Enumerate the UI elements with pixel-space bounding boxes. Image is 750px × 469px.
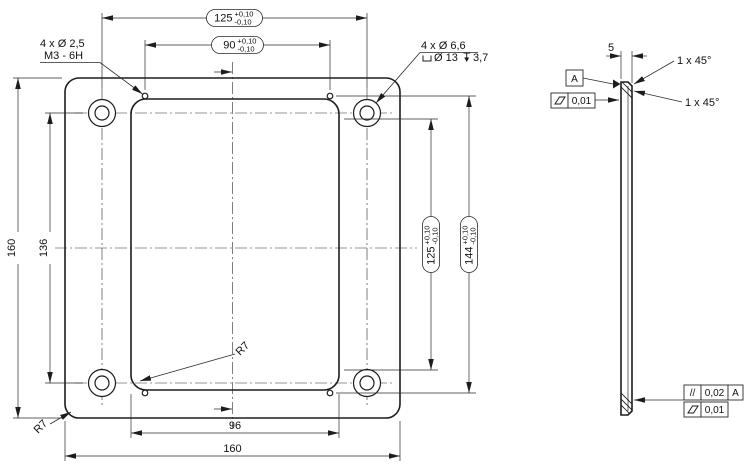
centerlines bbox=[55, 62, 417, 428]
tolerance-minus: -0,10 bbox=[431, 227, 440, 244]
tapped-hole bbox=[141, 389, 149, 397]
dim-thickness: 5 bbox=[606, 42, 647, 83]
dim-90-top: 90 +0,10 -0,10 bbox=[211, 36, 264, 54]
dim-pocket-height-value: 125 bbox=[426, 247, 438, 265]
tolerance-minus: -0,10 bbox=[235, 18, 252, 27]
dim-hole-pitch-y-value: 136 bbox=[38, 239, 50, 257]
tapped-hole-note: 4 x Ø 2,5 M3 - 6H bbox=[40, 38, 143, 95]
dim-144-right: 144 +0,10 -0,10 bbox=[460, 216, 478, 273]
tapped-hole bbox=[141, 92, 149, 100]
counterbore-hole-inner bbox=[94, 375, 110, 391]
datum-feature-symbol: A bbox=[565, 69, 621, 89]
dim-pocket-width-value: 96 bbox=[229, 420, 241, 432]
flatness-face-value: 0,01 bbox=[572, 96, 592, 107]
chamfer-side-label: 1 x 45° bbox=[685, 97, 719, 109]
dim-125-right: 125 +0,10 -0,10 bbox=[422, 216, 440, 273]
radius-inner-callout: R7 bbox=[139, 340, 252, 382]
front-view: 125 +0,10 -0,10 90 +0,10 -0,10 125 +0,10… bbox=[6, 9, 488, 461]
side-view: 5 A 0,01 1 x 45° 1 x 45° bbox=[550, 42, 744, 418]
flatness-frame-face: 0,01 bbox=[550, 92, 619, 109]
dimension-lines bbox=[13, 13, 476, 461]
flatness-frame-back: 0,01 bbox=[683, 401, 729, 418]
parallelism-datum: A bbox=[732, 388, 739, 399]
counterbore-note: 4 x Ø 6,6 Ø 13 3,7 bbox=[375, 40, 488, 104]
flatness-icon bbox=[687, 405, 699, 414]
chamfer-top-label: 1 x 45° bbox=[677, 55, 711, 67]
counterbore-hole-inner bbox=[359, 375, 375, 391]
tolerance-plus: +0,10 bbox=[461, 226, 470, 245]
chamfer-note-top: 1 x 45° bbox=[633, 55, 711, 85]
dim-plate-width-value: 160 bbox=[223, 443, 241, 455]
tolerance-oval bbox=[422, 216, 440, 273]
tapped-hole bbox=[326, 92, 334, 100]
cbore-note-dia: Ø 13 bbox=[434, 52, 458, 64]
tapped-note-line1: 4 x Ø 2,5 bbox=[40, 38, 85, 50]
tolerance-oval bbox=[460, 216, 478, 273]
tolerance-minus: -0,10 bbox=[469, 227, 478, 244]
tolerance-minus: -0,10 bbox=[238, 45, 255, 54]
parallelism-value: 0,02 bbox=[705, 388, 725, 399]
parallelism-icon: // bbox=[690, 388, 696, 399]
side-plate-outline bbox=[620, 81, 633, 416]
tapped-hole bbox=[326, 389, 334, 397]
datum-triangle-icon bbox=[613, 79, 621, 89]
radius-inner-label: R7 bbox=[234, 340, 252, 358]
dim-slot-pitch-x-value: 90 bbox=[223, 40, 235, 52]
radius-outer-label: R7 bbox=[32, 418, 50, 436]
section-hatching bbox=[621, 82, 632, 415]
tapped-holes bbox=[141, 92, 334, 397]
counterbore-hole-inner bbox=[359, 105, 375, 121]
counterbore-hole-inner bbox=[94, 105, 110, 121]
dim-slot-pitch-y-value: 144 bbox=[464, 247, 476, 265]
dim-plate-height-value: 160 bbox=[6, 239, 18, 257]
parallelism-frame: // 0,02 A bbox=[683, 384, 744, 401]
tolerance-plus: +0,10 bbox=[235, 10, 254, 19]
tolerance-plus: +0,10 bbox=[238, 37, 257, 46]
cbore-note-depth: 3,7 bbox=[473, 52, 488, 64]
chamfer-note-side: 1 x 45° bbox=[633, 90, 719, 109]
plate-outline bbox=[64, 77, 401, 419]
tolerance-oval bbox=[211, 36, 264, 54]
dim-thickness-value: 5 bbox=[608, 42, 614, 54]
counterbore-icon bbox=[422, 55, 432, 62]
depth-icon bbox=[463, 52, 470, 62]
flatness-icon bbox=[554, 96, 566, 105]
dim-125-top: 125 +0,10 -0,10 bbox=[206, 9, 263, 27]
counterbore-holes bbox=[87, 98, 382, 398]
tapped-note-line2: M3 - 6H bbox=[44, 50, 83, 62]
flatness-back-value: 0,01 bbox=[705, 405, 725, 416]
dim-hole-pitch-x-value: 125 bbox=[214, 13, 232, 25]
tolerance-plus: +0,10 bbox=[423, 226, 432, 245]
tolerance-oval bbox=[206, 9, 263, 27]
cbore-note-line1: 4 x Ø 6,6 bbox=[421, 40, 466, 52]
datum-label: A bbox=[571, 74, 578, 85]
pocket-outline bbox=[130, 98, 340, 391]
